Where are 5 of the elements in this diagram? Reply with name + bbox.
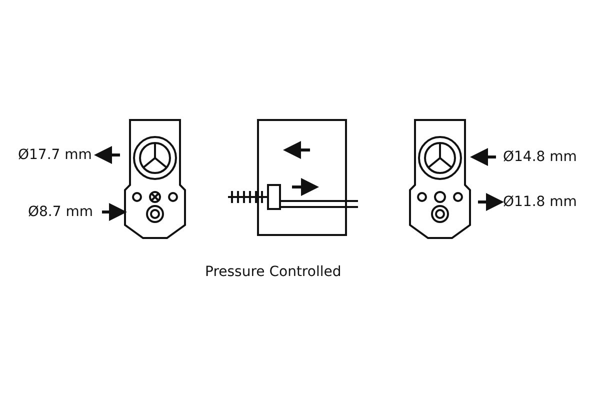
dimension-label: Ø17.7 mm bbox=[18, 146, 92, 164]
dimension-label: Ø8.7 mm bbox=[28, 203, 94, 221]
caption-text: Pressure Controlled bbox=[205, 263, 342, 281]
dimension-label: Ø14.8 mm bbox=[503, 148, 577, 166]
dimension-label: Ø11.8 mm bbox=[503, 193, 577, 211]
